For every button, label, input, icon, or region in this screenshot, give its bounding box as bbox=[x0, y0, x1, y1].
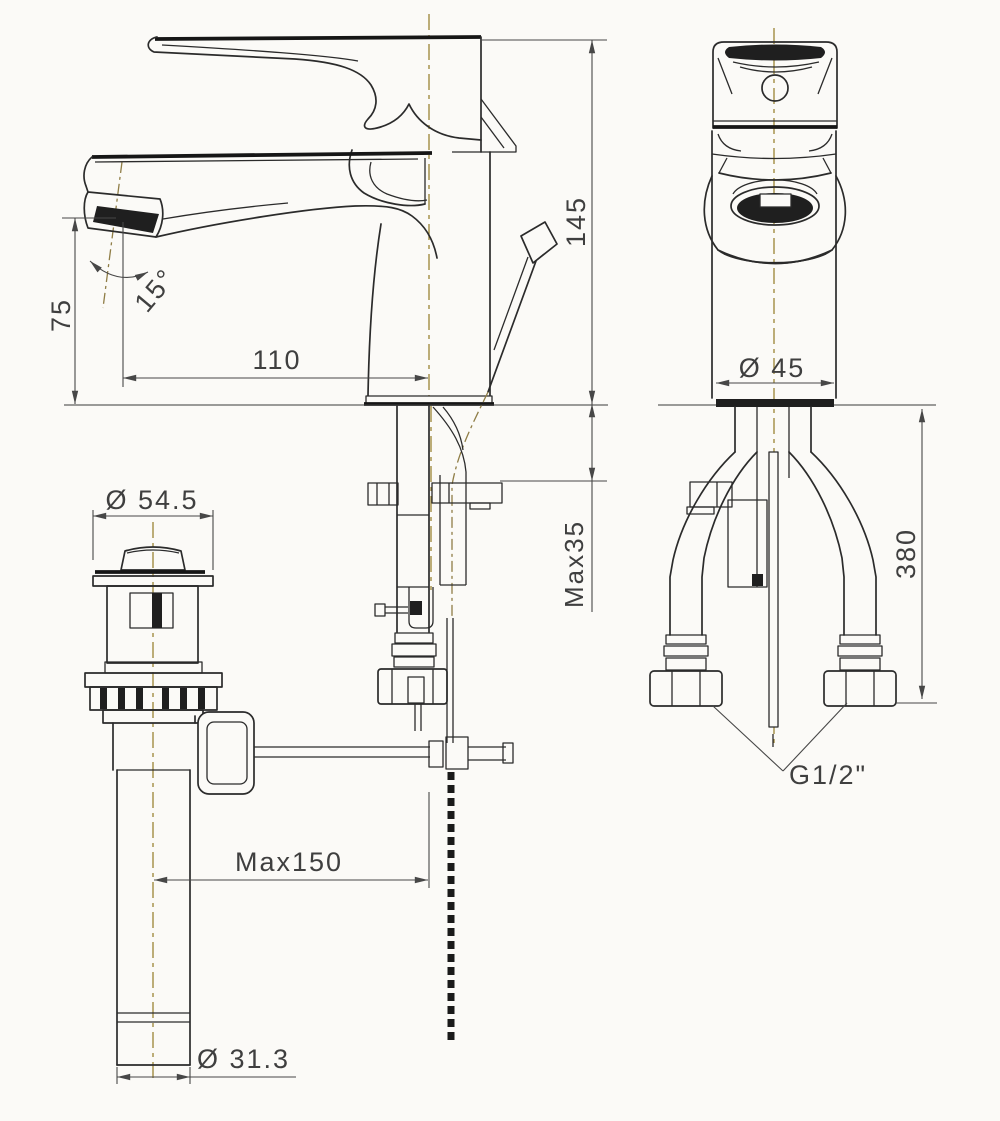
dim-hose-length: 380 bbox=[891, 409, 937, 704]
hose-nut bbox=[377, 668, 448, 705]
dim-spout-angle: 15° bbox=[89, 260, 182, 318]
popup-rod bbox=[451, 221, 558, 618]
dim-label-tailpipe: Ø 31.3 bbox=[197, 1044, 290, 1074]
under-counter-hardware bbox=[367, 405, 514, 1040]
dim-body-diameter: Ø 45 bbox=[716, 353, 834, 387]
mounting-stud bbox=[367, 482, 399, 506]
dim-label-max-offset: Max150 bbox=[235, 847, 343, 877]
body-front bbox=[703, 130, 847, 407]
aerator-hatch bbox=[93, 206, 159, 233]
spout bbox=[83, 151, 438, 259]
dim-label-max-deck: Max35 bbox=[559, 520, 589, 608]
drain-body bbox=[106, 585, 199, 664]
dim-spout-height: 75 bbox=[46, 217, 116, 404]
dimensions: 75 15° 110 145 Max35 Ø 54.5 bbox=[46, 39, 937, 1084]
handle-indicator-dot bbox=[761, 74, 789, 102]
dim-label-drain-flange: Ø 54.5 bbox=[105, 485, 198, 515]
handle-front bbox=[712, 41, 838, 129]
mounting-plate-front bbox=[727, 499, 768, 588]
aerator-front bbox=[737, 193, 813, 223]
base-front bbox=[716, 399, 834, 407]
dim-drain-flange-diameter: Ø 54.5 bbox=[92, 485, 214, 570]
rod-clamp bbox=[428, 740, 444, 768]
dim-tailpipe-diameter: Ø 31.3 bbox=[116, 1044, 296, 1084]
dim-label-overall-height: 145 bbox=[561, 196, 591, 247]
dim-label-spout-height: 75 bbox=[46, 298, 76, 332]
drain-assembly bbox=[84, 546, 430, 1066]
dim-connection-thread: G1/2" bbox=[712, 702, 867, 790]
dim-max-deck-thickness: Max35 bbox=[500, 404, 607, 612]
dim-label-hose-length: 380 bbox=[891, 528, 921, 579]
dim-spout-reach: 110 bbox=[122, 222, 428, 387]
dim-label-spout-reach: 110 bbox=[252, 345, 301, 375]
dim-overall-height: 145 bbox=[482, 39, 607, 404]
drain-cap bbox=[120, 546, 186, 571]
handle-lever bbox=[147, 35, 517, 153]
rod-joint-housing bbox=[197, 711, 255, 795]
dim-label-spout-angle: 15° bbox=[129, 263, 182, 318]
supply-nut-left bbox=[649, 670, 723, 707]
mounting-plate bbox=[431, 482, 503, 504]
dim-label-body-diameter: Ø 45 bbox=[739, 353, 806, 383]
dim-label-thread: G1/2" bbox=[789, 760, 867, 790]
side-view bbox=[64, 35, 608, 1066]
popup-rod-front bbox=[768, 451, 779, 728]
supply-hoses bbox=[649, 406, 897, 747]
body-collar bbox=[348, 149, 428, 207]
clamp-screw bbox=[374, 603, 386, 617]
dim-max-drain-offset: Max150 bbox=[154, 792, 430, 888]
spout-angle-reference-line bbox=[102, 161, 123, 309]
centerlines bbox=[102, 14, 775, 1080]
hose-coupling bbox=[394, 632, 434, 644]
front-view bbox=[649, 41, 936, 747]
supply-nut-right bbox=[823, 670, 897, 707]
